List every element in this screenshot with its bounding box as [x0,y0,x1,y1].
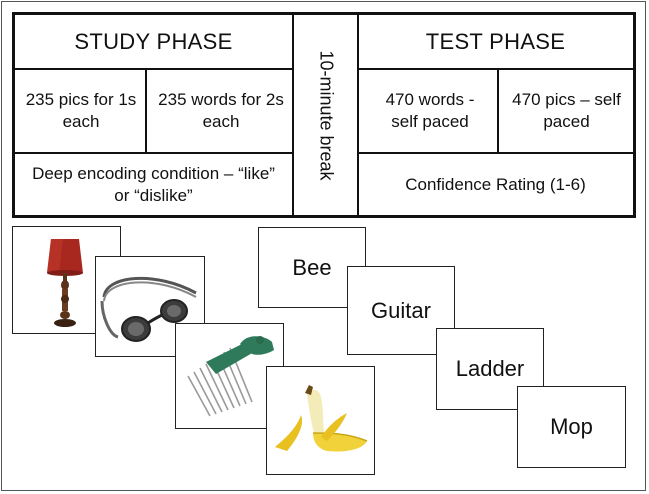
study-condition-cell: Deep encoding condition – “like” or “dis… [32,164,275,205]
divider-break-left [292,15,294,215]
divider-study-header [15,68,292,70]
divider-test-header [358,68,633,70]
divider-study-split [145,69,147,153]
divider-test-mid [358,152,633,154]
banana-icon [275,385,368,452]
lamp-icon [47,239,83,327]
study-words-cell: 235 words for 2s each [158,90,284,131]
study-pics-cell: 235 pics for 1s each [25,90,137,131]
word-card-mop: Mop [517,386,626,468]
test-phase-header: TEST PHASE [425,28,566,54]
break-cell: 10-minute break [294,15,358,215]
test-words-cell: 470 words - self paced [385,90,475,131]
phase-table: STUDY PHASE 235 pics for 1s each 235 wor… [12,12,636,218]
picture-card-banana [266,366,375,475]
goggles-icon [100,276,197,342]
picture-card-hair-pick [175,323,284,429]
study-phase-header: STUDY PHASE [74,28,233,54]
break-label: 10-minute break [316,49,337,181]
test-pics-cell: 470 pics – self paced [512,90,621,131]
hair-pick-icon [187,336,274,417]
divider-test-split [497,69,499,153]
divider-break-right [357,15,359,215]
divider-study-mid [15,152,292,154]
test-rating-cell: Confidence Rating (1-6) [405,174,586,194]
